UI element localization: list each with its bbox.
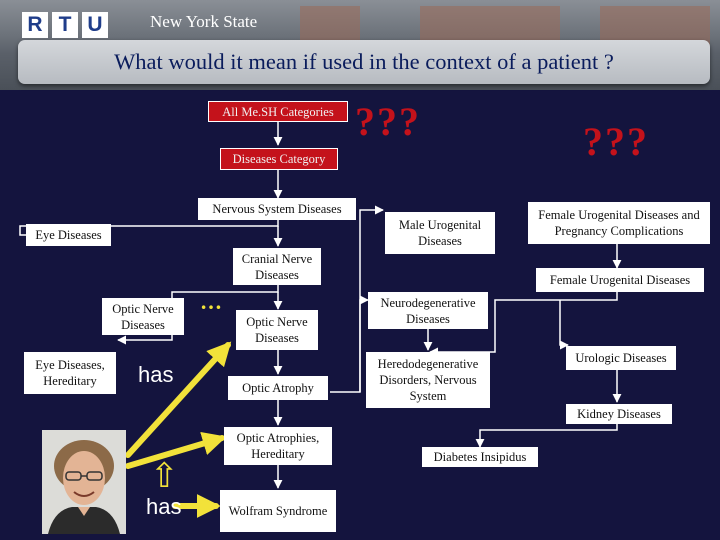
slide-title: What would it mean if used in the contex… <box>114 49 614 74</box>
node-cranial-nerve-diseases: Cranial Nerve Diseases <box>233 248 321 285</box>
node-female-urogenital-pregnancy: Female Urogenital Diseases and Pregnancy… <box>528 202 710 244</box>
node-all-mesh-categories: All Me.SH Categories <box>208 101 348 122</box>
logo-letter: T <box>52 12 78 38</box>
node-eye-diseases: Eye Diseases <box>26 224 111 246</box>
node-eye-diseases-hereditary: Eye Diseases, Hereditary <box>24 352 116 394</box>
question-marks-left: ??? <box>355 99 421 144</box>
header-banner: R T U New York State What would it mean … <box>0 0 720 90</box>
node-male-urogenital-diseases: Male Urogenital Diseases <box>385 212 495 254</box>
question-marks-right: ??? <box>583 119 649 164</box>
node-female-urogenital-diseases: Female Urogenital Diseases <box>536 268 704 292</box>
node-diseases-category: Diseases Category <box>220 148 338 170</box>
node-kidney-diseases: Kidney Diseases <box>566 404 672 424</box>
ellipsis-marker: … <box>200 289 222 314</box>
has-label-middle: has <box>138 362 174 387</box>
node-optic-nerve-diseases-left: Optic Nerve Diseases <box>102 298 184 335</box>
logo-letter: R <box>22 12 48 38</box>
node-heredodegenerative-disorders: Heredodegenerative Disorders, Nervous Sy… <box>366 352 490 408</box>
logo-letter: U <box>82 12 108 38</box>
patient-photo <box>42 430 126 534</box>
node-diabetes-insipidus: Diabetes Insipidus <box>422 447 538 467</box>
title-bar: What would it mean if used in the contex… <box>18 40 710 84</box>
rtu-logo: R T U <box>22 12 108 38</box>
node-optic-nerve-diseases-center: Optic Nerve Diseases <box>236 310 318 350</box>
header-subtitle: New York State <box>150 12 258 31</box>
node-urologic-diseases: Urologic Diseases <box>566 346 676 370</box>
has-label-bottom: has <box>146 494 182 519</box>
node-optic-atrophy: Optic Atrophy <box>228 376 328 400</box>
node-optic-atrophies-hereditary: Optic Atrophies, Hereditary <box>224 427 332 465</box>
node-nervous-system-diseases: Nervous System Diseases <box>198 198 356 220</box>
node-neurodegenerative-diseases: Neurodegenerative Diseases <box>368 292 488 329</box>
node-wolfram-syndrome: Wolfram Syndrome <box>220 490 336 532</box>
patient-portrait-icon <box>42 430 126 534</box>
up-arrow-icon: ⇧ <box>150 458 179 495</box>
